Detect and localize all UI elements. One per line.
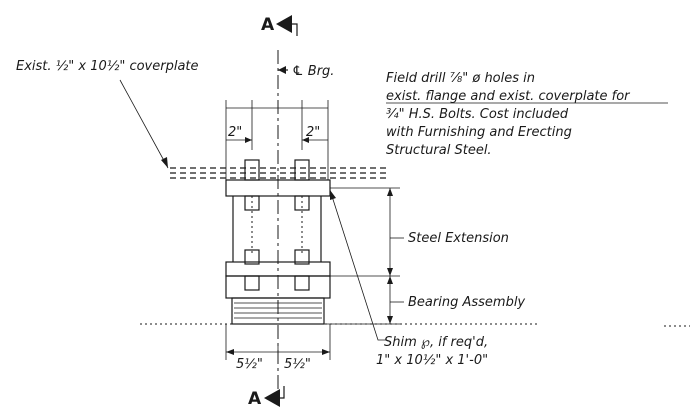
shim-label-line-1: Shim ℘, if req'd,	[384, 335, 488, 350]
dimension-bottom-right: 5½"	[284, 357, 311, 372]
dimension-bottom-left: 5½"	[236, 357, 263, 372]
dim-arrow-left-icon	[245, 137, 252, 143]
bolt-top-right	[294, 159, 310, 256]
dim-arrow-right-icon	[302, 137, 309, 143]
note-line-1: Field drill ⅞" ø holes in	[386, 71, 535, 86]
bolt-lower-right	[294, 249, 310, 291]
dim-arrow-bottom-icon	[387, 316, 393, 324]
shim-leader	[329, 189, 386, 341]
coverplate-label: Exist. ½" x 10½" coverplate	[16, 59, 199, 74]
bottom-arrow-left-icon	[226, 349, 234, 355]
centerline-arrow-icon	[278, 66, 286, 74]
section-cut-line-top	[292, 23, 298, 36]
bolt-lower-left	[244, 249, 260, 291]
dim-arrow-mid-down-icon	[387, 276, 393, 284]
coverplate-arrow-icon	[161, 157, 168, 168]
right-extension-lines	[324, 187, 400, 325]
bottom-extension-lines	[225, 324, 331, 360]
dimension-left-edge: 2"	[228, 125, 242, 140]
bottom-arrow-right-icon	[322, 349, 330, 355]
note-line-3: ¾" H.S. Bolts. Cost included	[386, 107, 569, 122]
bearing-pad	[231, 297, 325, 325]
shim-arrow-icon	[330, 190, 336, 200]
section-arrow-bottom-icon	[264, 389, 280, 407]
section-arrow-top-icon	[276, 15, 292, 33]
note-line-4: with Furnishing and Erecting	[386, 125, 572, 140]
bearing-assembly-label: Bearing Assembly	[408, 295, 525, 310]
shim-label-line-2: 1" x 10½" x 1'-0"	[376, 353, 488, 368]
dimension-right-edge: 2"	[306, 125, 320, 140]
section-mark-bottom: A	[248, 389, 262, 409]
note-line-2: exist. flange and exist. coverplate for	[386, 89, 631, 104]
coverplate-leader	[119, 79, 169, 169]
note-line-5: Structural Steel.	[386, 143, 492, 158]
dim-arrow-mid-up-icon	[387, 268, 393, 276]
steel-extension-label: Steel Extension	[408, 231, 509, 246]
dim-arrow-top-icon	[387, 188, 393, 196]
section-mark-top: A	[261, 15, 275, 35]
bearing-centerline-label: ℄ Brg.	[292, 64, 334, 79]
extension-web-lines	[232, 196, 322, 262]
bearing-pad-hatching	[234, 302, 322, 319]
section-cut-line-bottom	[280, 386, 285, 399]
bolt-top-left	[244, 159, 260, 256]
